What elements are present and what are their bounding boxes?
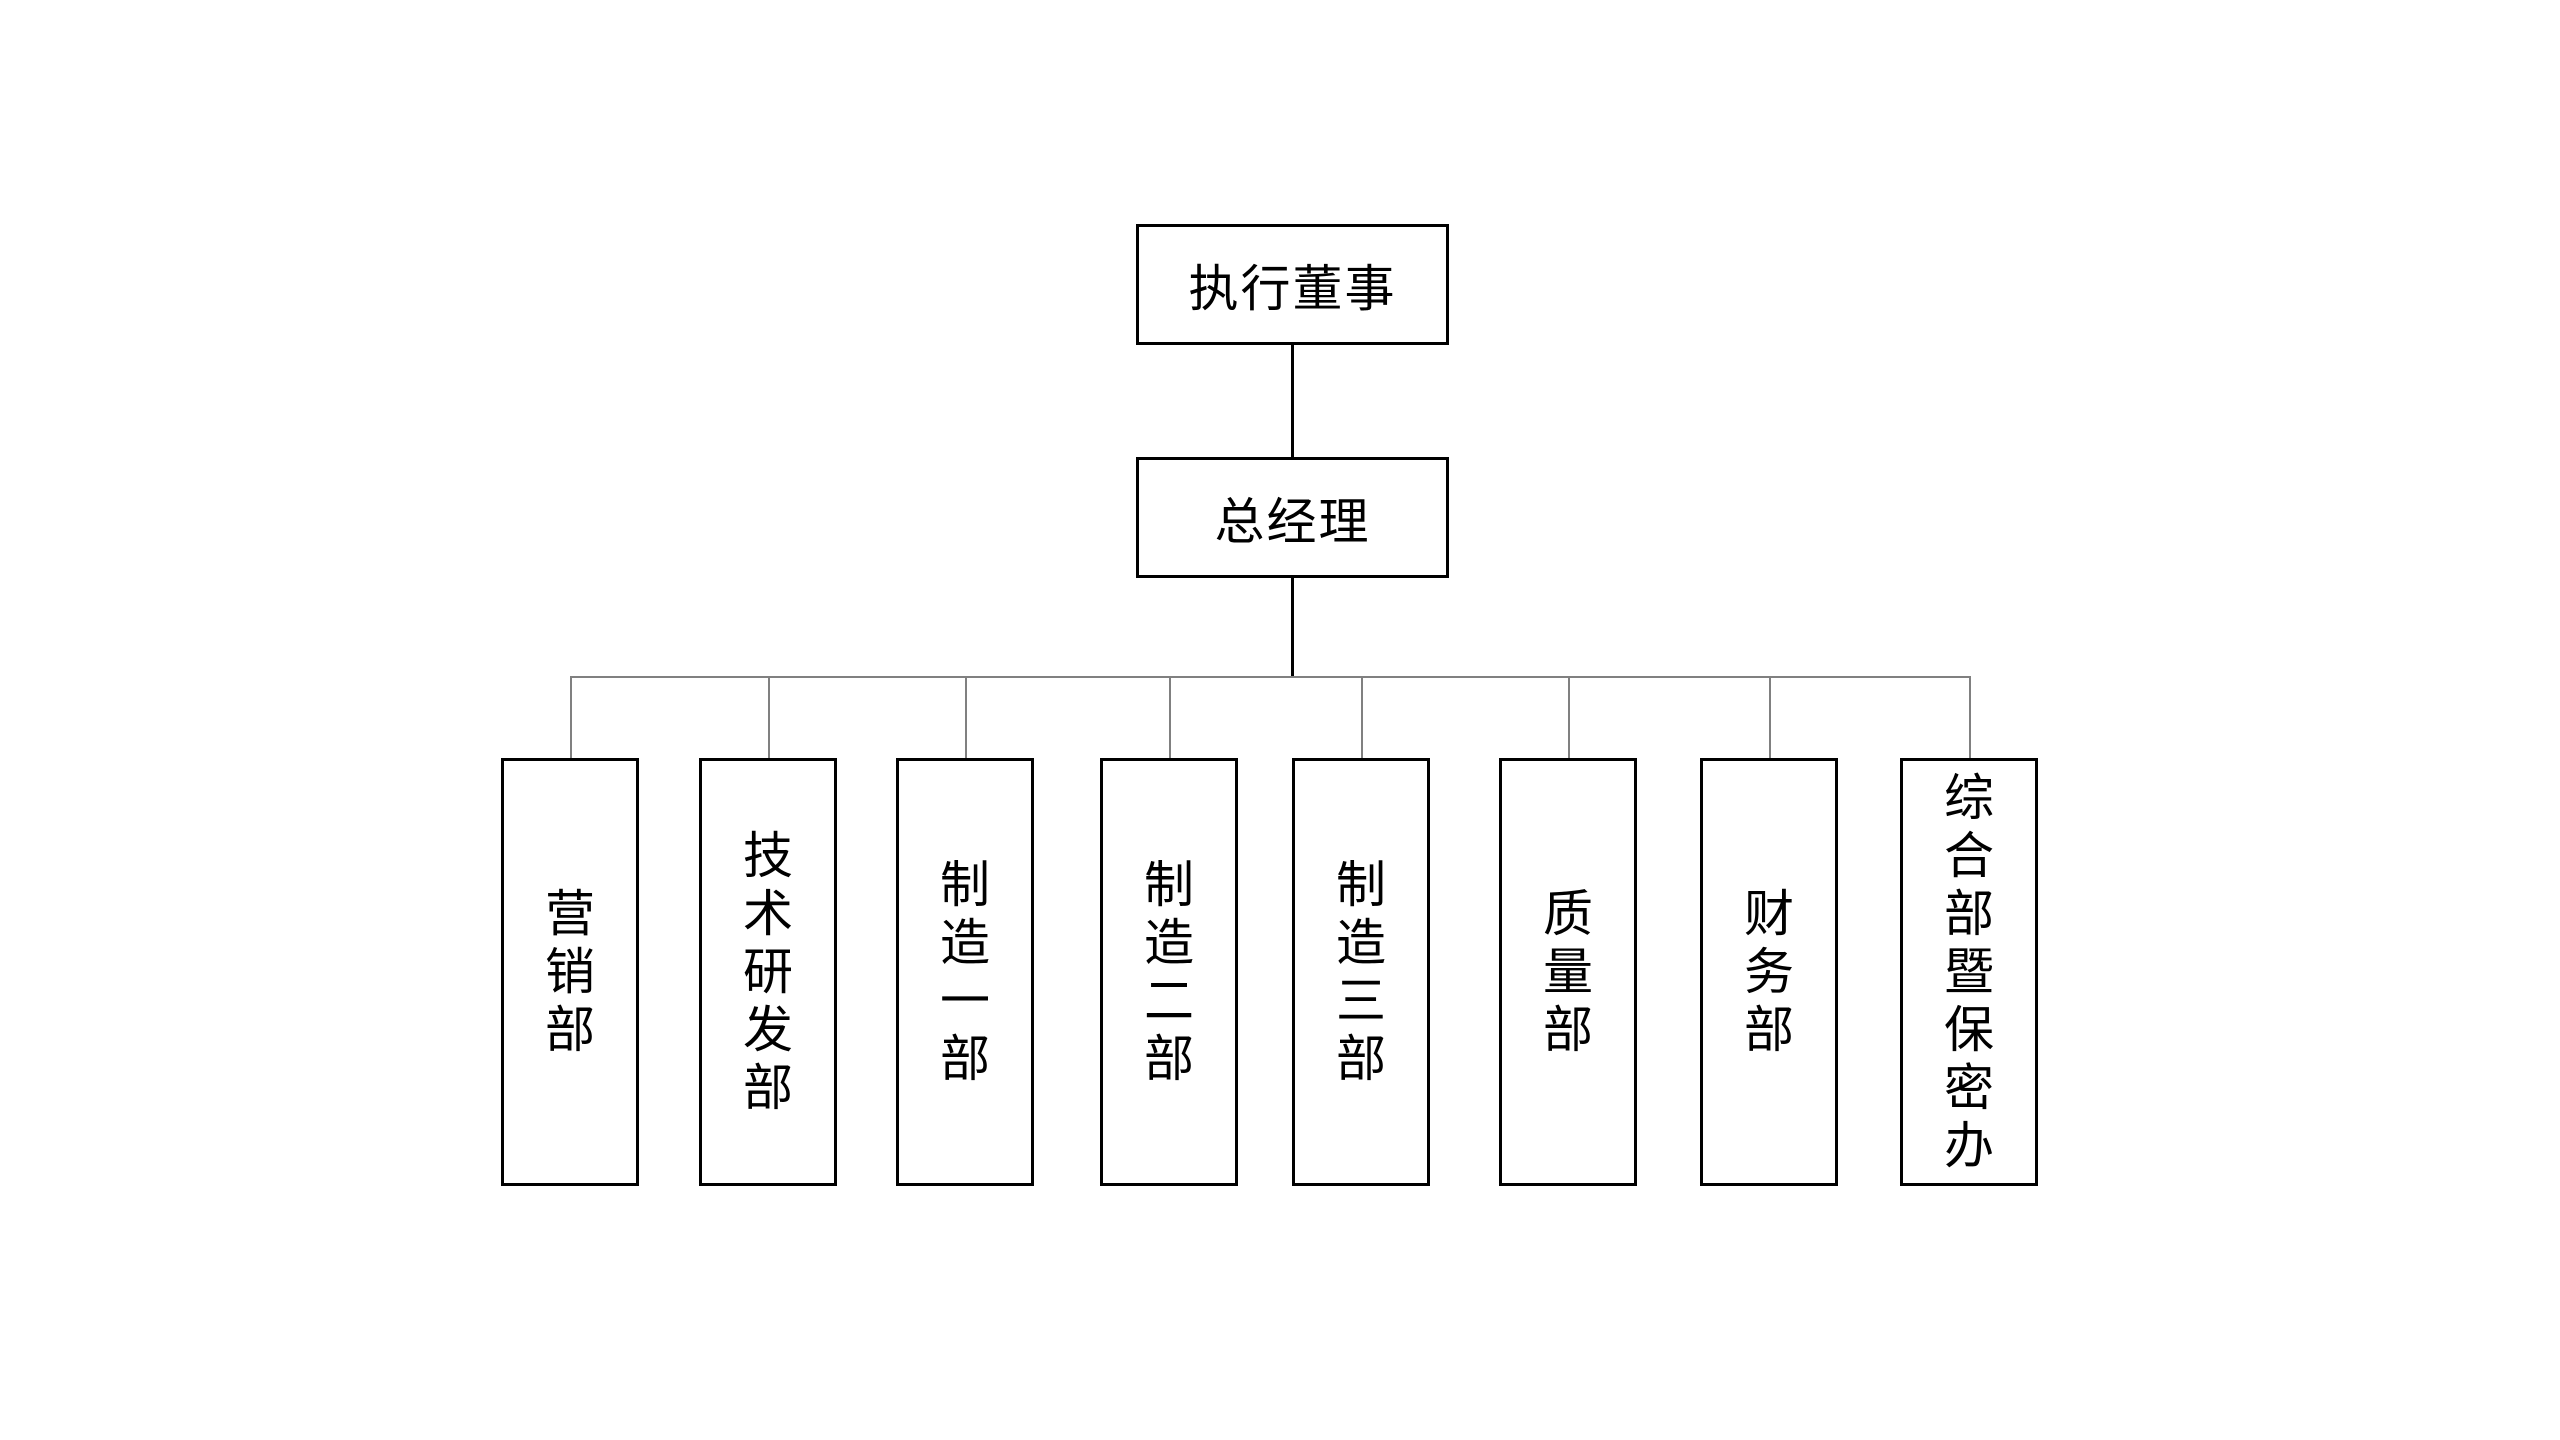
- node-general-manager-label: 总经理: [1214, 492, 1371, 551]
- node-dept-general-security: 综合部暨保密办: [1900, 758, 2038, 1186]
- connector-bus: [570, 676, 1971, 678]
- node-dept-marketing-label: 营销部: [545, 885, 595, 1059]
- connector-drop-6: [1568, 676, 1570, 758]
- connector-director-manager: [1291, 345, 1294, 457]
- node-dept-quality: 质量部: [1499, 758, 1637, 1186]
- node-general-manager: 总经理: [1136, 457, 1449, 578]
- connector-drop-2: [768, 676, 770, 758]
- connector-manager-bus: [1291, 578, 1294, 678]
- node-dept-manufacturing-3: 制造三部: [1292, 758, 1430, 1186]
- node-executive-director-label: 执行董事: [1188, 259, 1397, 318]
- node-dept-finance-label: 财务部: [1744, 885, 1794, 1059]
- node-dept-rnd: 技术研发部: [699, 758, 837, 1186]
- connector-drop-8: [1969, 676, 1971, 758]
- connector-drop-4: [1169, 676, 1171, 758]
- node-dept-manufacturing-2: 制造二部: [1100, 758, 1238, 1186]
- node-dept-marketing: 营销部: [501, 758, 639, 1186]
- connector-drop-7: [1769, 676, 1771, 758]
- node-dept-manufacturing-1: 制造一部: [896, 758, 1034, 1186]
- node-dept-quality-label: 质量部: [1543, 885, 1593, 1059]
- node-dept-finance: 财务部: [1700, 758, 1838, 1186]
- node-dept-manufacturing-2-label: 制造二部: [1144, 856, 1194, 1088]
- node-dept-manufacturing-1-label: 制造一部: [940, 856, 990, 1088]
- node-executive-director: 执行董事: [1136, 224, 1449, 345]
- connector-drop-3: [965, 676, 967, 758]
- connector-drop-5: [1361, 676, 1363, 758]
- node-dept-general-security-label: 综合部暨保密办: [1944, 769, 1994, 1175]
- node-dept-manufacturing-3-label: 制造三部: [1336, 856, 1386, 1088]
- node-dept-rnd-label: 技术研发部: [743, 827, 793, 1117]
- connector-drop-1: [570, 676, 572, 758]
